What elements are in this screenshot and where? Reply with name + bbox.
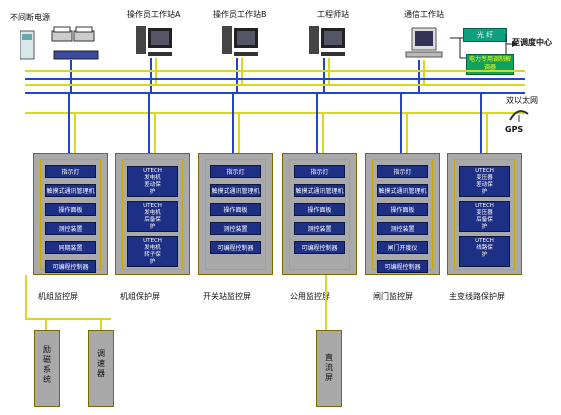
bus-blue-top <box>25 78 525 80</box>
computer-icon <box>136 26 172 56</box>
optical-box: 光 纤 <box>463 28 507 42</box>
cabinet-label: 闸门监控屏 <box>373 292 413 301</box>
ups-printer-group <box>20 26 99 60</box>
module: 指示灯 <box>294 165 345 178</box>
cabinet-transformer-protection: UTECH 变压器 差动保 护 UTECH 变压器 后备保 护 UTECH 线路… <box>447 153 522 275</box>
dc-cabinet: 直流屏 <box>316 330 342 407</box>
drop-line <box>322 112 324 154</box>
module: 指示灯 <box>45 165 96 178</box>
drop-line <box>100 318 102 330</box>
module: 同期装置 <box>45 241 96 254</box>
gps-label: GPS <box>505 125 524 134</box>
protection-module: UTECH 发电机 后备保 护 <box>127 201 178 232</box>
module: 闸门开度仪 <box>377 241 428 254</box>
drop-line <box>74 112 76 154</box>
drop-line <box>70 60 72 92</box>
hub-icon <box>53 50 99 60</box>
cabinet-switchyard: 指示灯 触摸式通讯管理机 操作面板 测控装置 可编程控制器 <box>198 153 273 275</box>
computer-icon <box>309 26 345 56</box>
engineer-label: 工程师站 <box>317 10 349 19</box>
dc-label: 直流屏 <box>325 353 333 382</box>
excitation-cabinet: 励磁系统 <box>34 330 60 407</box>
computer-icon <box>222 26 258 56</box>
drop-line <box>418 60 420 92</box>
drop-line <box>236 58 238 92</box>
module: 操作面板 <box>294 203 345 216</box>
drop-line <box>400 92 402 154</box>
drop-line <box>68 92 70 154</box>
bottom-link <box>25 318 111 320</box>
cabinet-label: 机组监控屏 <box>38 292 78 301</box>
drop-line <box>45 318 47 330</box>
cabinet-label: 公用监控屏 <box>290 292 330 301</box>
drop-line <box>25 275 27 320</box>
module: 测控装置 <box>294 222 345 235</box>
module: 操作面板 <box>210 203 261 216</box>
operator-a-label: 操作员工作站A <box>127 10 181 19</box>
protection-module: UTECH 变压器 差动保 护 <box>459 166 510 197</box>
cabinet-label: 开关站监控屏 <box>203 292 251 301</box>
comm-label: 通信工作站 <box>404 10 444 19</box>
drop-line <box>423 60 425 84</box>
protection-module: UTECH 发电机 转子保 护 <box>127 236 178 267</box>
bus-yellow-top <box>25 70 525 72</box>
bus-yellow <box>25 84 525 86</box>
governor-cabinet: 调速器 <box>88 330 114 407</box>
operator-b-label: 操作员工作站B <box>213 10 267 19</box>
module: 操作面板 <box>45 203 96 216</box>
governor-label: 调速器 <box>97 349 105 378</box>
module: 触摸式通讯管理机 <box>210 184 261 197</box>
ups-label: 不间断电源 <box>10 13 50 22</box>
excitation-label: 励磁系统 <box>43 345 51 384</box>
module: 可编程控制器 <box>294 241 345 254</box>
modem-box: 电力专用调制解调器 <box>466 54 514 75</box>
cabinet-unit-monitor: 指示灯 触摸式通讯管理机 操作面板 测控装置 同期装置 可编程控制器 <box>33 153 108 275</box>
drop-line <box>154 112 156 154</box>
drop-line <box>480 92 482 154</box>
module: 测控装置 <box>377 222 428 235</box>
ethernet-label: 双以太网 <box>506 96 538 105</box>
module: 可编程控制器 <box>210 241 261 254</box>
cabinet-unit-protection: UTECH 发电机 差动保 护 UTECH 发电机 后备保 护 UTECH 发电… <box>115 153 190 275</box>
computer-icon <box>405 27 443 58</box>
gps-antenna-icon <box>509 110 529 122</box>
drop-line <box>486 112 488 154</box>
drop-line <box>323 58 325 92</box>
drop-line <box>406 112 408 154</box>
module: 可编程控制器 <box>377 260 428 273</box>
dispatch-label: 至调度中心 <box>512 38 552 47</box>
protection-module: UTECH 线路保 护 <box>459 236 510 267</box>
module: 测控装置 <box>45 222 96 235</box>
drop-line <box>316 92 318 154</box>
cabinet-gate: 指示灯 触摸式通讯管理机 操作面板 测控装置 闸门开度仪 可编程控制器 <box>365 153 440 275</box>
cabinet-label: 机组保护屏 <box>120 292 160 301</box>
drop-line <box>232 92 234 154</box>
drop-line <box>325 275 327 330</box>
module: 触摸式通讯管理机 <box>45 184 96 197</box>
comm-links <box>450 34 518 59</box>
module: 测控装置 <box>210 222 261 235</box>
drop-line <box>148 92 150 154</box>
module: 指示灯 <box>210 165 261 178</box>
protection-module: UTECH 变压器 后备保 护 <box>459 201 510 232</box>
drop-line <box>238 112 240 154</box>
module: 触摸式通讯管理机 <box>377 184 428 197</box>
bus-yellow-lower <box>25 112 525 114</box>
module: 可编程控制器 <box>45 260 96 273</box>
module: 触摸式通讯管理机 <box>294 184 345 197</box>
bus-blue <box>25 92 525 94</box>
module: 操作面板 <box>377 203 428 216</box>
module: 指示灯 <box>377 165 428 178</box>
drop-line <box>150 58 152 92</box>
protection-module: UTECH 发电机 差动保 护 <box>127 166 178 197</box>
cabinet-label: 主变线路保护屏 <box>449 292 505 301</box>
cabinet-common: 指示灯 触摸式通讯管理机 操作面板 测控装置 可编程控制器 <box>282 153 357 275</box>
